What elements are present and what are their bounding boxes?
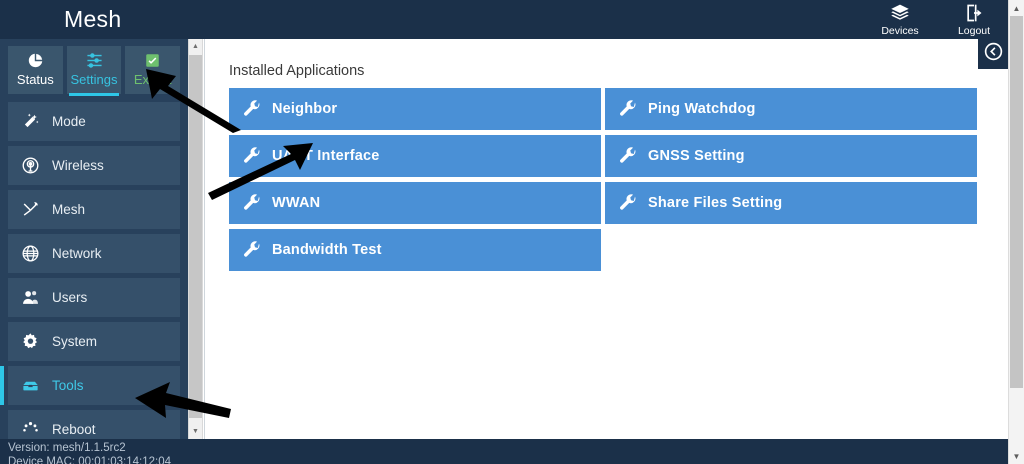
devices-label: Devices	[881, 25, 919, 37]
wrench-icon	[237, 240, 267, 260]
sidebar-item-wireless[interactable]: Wireless	[8, 146, 180, 185]
toolbox-icon	[8, 376, 52, 395]
tab-settings[interactable]: Settings	[66, 46, 122, 96]
sidebar-scrollbar[interactable]: ▲ ▼	[188, 39, 203, 439]
logout-icon	[964, 2, 984, 24]
devices-button[interactable]: Devices	[876, 2, 924, 38]
sidebar-item-mode[interactable]: Mode	[8, 102, 180, 141]
version-text: Version: mesh/1.1.5rc2	[8, 442, 126, 454]
sidebar-item-users[interactable]: Users	[8, 278, 180, 317]
mode-tab-group: Status Settings	[8, 46, 181, 96]
page-title: Mesh	[64, 6, 122, 32]
scroll-up-icon[interactable]: ▲	[192, 43, 199, 50]
tab-settings-label: Settings	[70, 72, 118, 87]
sidebar-item-system[interactable]: System	[8, 322, 180, 361]
sidebar-item-tools-label: Tools	[52, 378, 84, 393]
pie-chart-icon	[27, 50, 44, 70]
users-icon	[8, 288, 52, 307]
wrench-icon	[613, 146, 643, 166]
sidebar-item-mesh-label: Mesh	[52, 202, 86, 217]
chevron-left-circle-icon	[983, 41, 1004, 67]
layers-icon	[890, 2, 910, 24]
panel-collapse-toggle[interactable]	[978, 39, 1008, 69]
tab-status-label: Status	[16, 72, 54, 87]
sidebar: Status Settings	[0, 39, 188, 449]
app-grid-empty-slot	[605, 229, 977, 271]
app-button-uart-interface[interactable]: UART Interface	[229, 135, 601, 177]
sidebar-item-users-label: Users	[52, 290, 88, 305]
mesh-nodes-icon	[8, 200, 52, 219]
tab-status[interactable]: Status	[8, 46, 63, 94]
page-scrollbar[interactable]: ▲ ▼	[1008, 0, 1024, 464]
app-button-bandwidth-test[interactable]: Bandwidth Test	[229, 229, 601, 271]
sidebar-item-tools[interactable]: Tools	[0, 366, 180, 405]
wrench-icon	[237, 193, 267, 213]
page-scroll-down-icon[interactable]: ▼	[1012, 451, 1021, 461]
app-header: Mesh Devices	[0, 0, 1008, 39]
logout-label: Logout	[957, 25, 991, 37]
wrench-icon	[237, 99, 267, 119]
section-title: Installed Applications	[229, 63, 365, 79]
app-button-uart-interface-label: UART Interface	[272, 148, 380, 164]
app-button-share-files-setting[interactable]: Share Files Setting	[605, 182, 977, 224]
sidebar-item-network[interactable]: Network	[8, 234, 180, 273]
sidebar-item-reboot-label: Reboot	[52, 422, 96, 437]
app-button-gnss-setting[interactable]: GNSS Setting	[605, 135, 977, 177]
page-scroll-up-icon[interactable]: ▲	[1012, 3, 1021, 13]
app-button-wwan[interactable]: WWAN	[229, 182, 601, 224]
installed-applications-grid: Neighbor Ping Watchdog UART Interface	[229, 88, 977, 271]
wrench-icon	[237, 146, 267, 166]
antenna-icon	[8, 156, 52, 175]
globe-icon	[8, 244, 52, 263]
sidebar-nav: Mode Wireless	[0, 102, 180, 449]
app-button-ping-watchdog-label: Ping Watchdog	[648, 101, 756, 117]
app-button-neighbor-label: Neighbor	[272, 101, 338, 117]
wrench-icon	[613, 193, 643, 213]
sidebar-item-system-label: System	[52, 334, 98, 349]
magic-wand-icon	[8, 112, 52, 131]
main-content: Installed Applications Neighbor Ping Wat…	[204, 39, 1008, 439]
tab-expert[interactable]: Expert	[125, 46, 181, 94]
app-button-bandwidth-test-label: Bandwidth Test	[272, 242, 382, 258]
check-square-icon	[145, 50, 160, 70]
logout-button[interactable]: Logout	[950, 2, 998, 38]
reboot-icon	[8, 420, 52, 439]
tab-expert-label: Expert	[133, 72, 172, 87]
wrench-icon	[613, 99, 643, 119]
header-actions: Devices Logout	[876, 2, 998, 38]
sidebar-item-wireless-label: Wireless	[52, 158, 104, 173]
status-bar: Version: mesh/1.1.5rc2 Device MAC: 00:01…	[0, 439, 1008, 464]
app-button-wwan-label: WWAN	[272, 195, 321, 211]
app-button-gnss-setting-label: GNSS Setting	[648, 148, 745, 164]
sidebar-scrollbar-thumb[interactable]	[189, 55, 202, 418]
app-button-ping-watchdog[interactable]: Ping Watchdog	[605, 88, 977, 130]
sidebar-item-network-label: Network	[52, 246, 102, 261]
gear-icon	[8, 332, 52, 351]
scroll-down-icon[interactable]: ▼	[192, 428, 199, 435]
device-mac-text: Device MAC: 00:01:03:14:12:04	[8, 455, 172, 464]
app-button-neighbor[interactable]: Neighbor	[229, 88, 601, 130]
sidebar-item-mode-label: Mode	[52, 114, 86, 129]
sliders-icon	[85, 50, 104, 70]
page-scrollbar-thumb[interactable]	[1010, 16, 1023, 388]
app-button-share-files-setting-label: Share Files Setting	[648, 195, 783, 211]
sidebar-item-mesh[interactable]: Mesh	[8, 190, 180, 229]
